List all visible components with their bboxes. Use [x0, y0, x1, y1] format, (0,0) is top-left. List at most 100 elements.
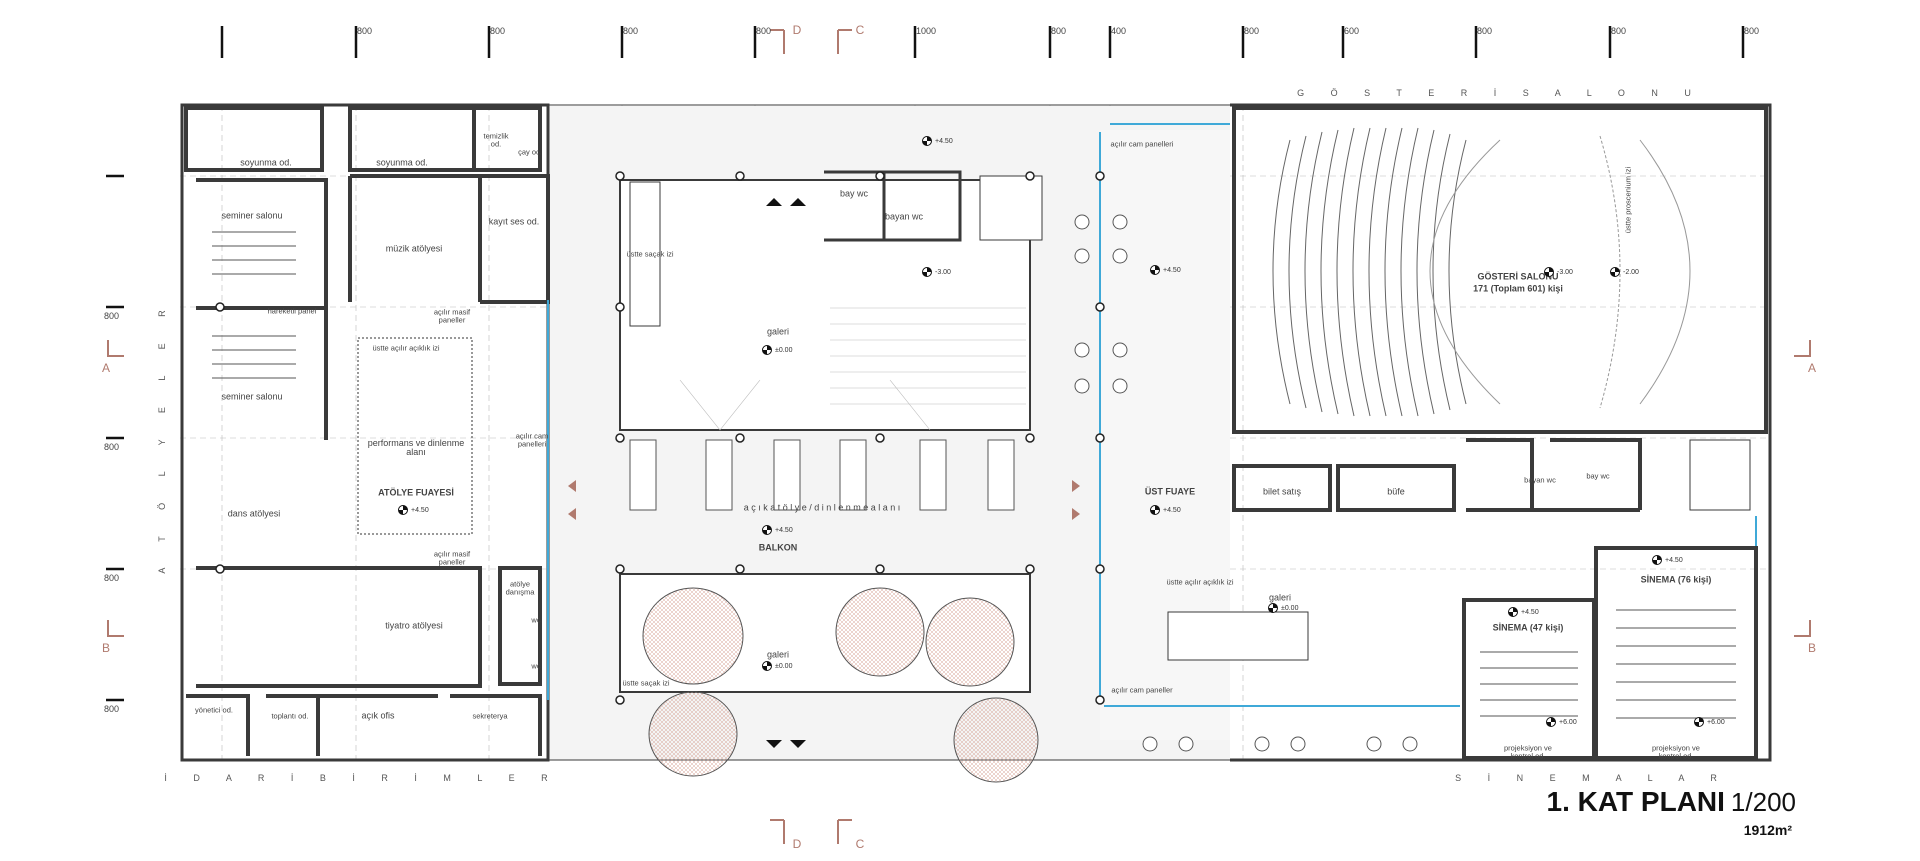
section-b-left: B [101, 641, 111, 655]
room-atolye-danisma: atölye danışma [505, 579, 535, 596]
level-value: -3.00 [935, 268, 951, 276]
dim-left-1: 800 [104, 311, 120, 321]
room-bufe: büfe [1387, 486, 1405, 497]
left-dimension-ticks [106, 174, 124, 702]
level-value: +4.50 [1521, 608, 1539, 616]
plan-title-scale: 1/200 [1730, 787, 1796, 817]
section-a-left: A [101, 361, 111, 375]
level-marker: -3.00 [922, 267, 951, 277]
level-marker: +4.50 [1150, 265, 1181, 275]
balkon-tables [629, 439, 1015, 511]
dim-top-11: 800 [1611, 26, 1627, 36]
seminer-seats [212, 231, 296, 379]
performans-area [357, 337, 473, 535]
level-marker: -2.00 [1610, 267, 1639, 277]
dim-top-10: 800 [1477, 26, 1493, 36]
room-sinema-47: SİNEMA (47 kişi) [1492, 622, 1564, 633]
room-performans: performans ve dinlenme alanı [367, 438, 465, 457]
label-gosteri-kapasite: 171 (Toplam 601) kişi [1473, 283, 1563, 294]
level-icon [922, 136, 932, 146]
level-marker: +4.50 [398, 505, 429, 515]
plan-title-main: 1. KAT PLANI [1546, 786, 1725, 817]
columns [215, 171, 1105, 705]
level-marker: +4.50 [1652, 555, 1683, 565]
level-icon [1150, 505, 1160, 515]
atolye-walls [184, 106, 550, 756]
room-wc-2: wc [531, 661, 541, 671]
label-ustte-proscenium: üstte proscenium izi [1623, 166, 1633, 234]
label-acilir-cam-2: açılır cam panelleri [1110, 139, 1174, 149]
room-tiyatro: tiyatro atölyesi [385, 620, 443, 631]
level-marker: +4.50 [1508, 607, 1539, 617]
cinema-walls [1462, 546, 1758, 760]
room-atolye-fuayesi: ATÖLYE FUAYESİ [378, 487, 454, 498]
level-value: +4.50 [1163, 266, 1181, 274]
level-marker: ±0.00 [762, 345, 792, 355]
label-acik-atolye: a ç ı k a t ö l y e / d i n l e n m e a … [743, 502, 901, 513]
section-c-top: C [855, 23, 865, 37]
wc-core [824, 170, 962, 242]
level-value: +4.50 [411, 506, 429, 514]
foyer-tables [1074, 214, 1418, 752]
dim-top-4: 800 [756, 26, 772, 36]
label-acilir-cam-1: açılır cam panelleri [515, 431, 549, 448]
label-ustte-acilir: üstte açılır açıklık izi [372, 343, 440, 353]
level-value: +4.50 [935, 137, 953, 145]
room-seminer-2: seminer salonu [221, 391, 283, 402]
level-icon [1268, 603, 1278, 613]
dim-top-7: 400 [1111, 26, 1127, 36]
dim-top-5: 1000 [916, 26, 937, 36]
room-kayit: kayıt ses od. [488, 216, 540, 227]
room-temizlik: temizlik od. [483, 131, 509, 148]
label-galeri-3: galeri [1268, 592, 1292, 603]
room-gosteri-salonu: GÖSTERİ SALONU [1477, 271, 1559, 282]
label-ustte-sacak-2: üstte saçak izi [622, 678, 670, 688]
zone-idari-birimler: İ D A R İ B İ R İ M L E R [164, 773, 560, 783]
level-icon [762, 661, 772, 671]
section-c-bottom: C [855, 837, 865, 851]
room-soyunma-2: soyunma od. [376, 157, 428, 168]
auditorium-walls [1232, 106, 1768, 434]
level-marker: ±0.00 [1268, 603, 1298, 613]
label-acilir-cam-3: açılır cam paneller [1111, 685, 1173, 695]
room-wc-1: wc [531, 615, 541, 625]
level-icon [1150, 265, 1160, 275]
label-acilir-masif-1: açılır masif paneller [433, 307, 471, 324]
label-ustte-acilir-2: üstte açılır açıklık izi [1166, 577, 1234, 587]
section-d-bottom: D [792, 837, 802, 851]
level-icon [762, 345, 772, 355]
plan-area: 1912m² [1743, 822, 1792, 838]
label-acilir-masif-2: açılır masif paneller [433, 549, 471, 566]
label-hareketli-panel: hareketli panel [267, 306, 317, 316]
section-a-right: A [1807, 361, 1817, 375]
level-value: +4.50 [775, 526, 793, 534]
room-sekreterya: sekreterya [472, 711, 508, 721]
cinema-seats [1480, 609, 1736, 719]
room-bay-wc: bay wc [839, 188, 869, 199]
level-marker: +4.50 [1150, 505, 1181, 515]
room-muzik: müzik atölyesi [385, 243, 443, 254]
room-projeksiyon-1: projeksiyon ve kontrol od. [1504, 743, 1552, 760]
level-value: ±0.00 [775, 346, 793, 354]
room-seminer-1: seminer salonu [221, 210, 283, 221]
room-soyunma-1: soyunma od. [240, 157, 292, 168]
level-icon [1544, 267, 1554, 277]
level-marker: +6.00 [1694, 717, 1725, 727]
level-marker: -3.00 [1544, 267, 1573, 277]
level-icon [1652, 555, 1662, 565]
dim-top-3: 800 [623, 26, 639, 36]
foyer-counters [1232, 438, 1642, 512]
level-marker: ±0.00 [762, 661, 792, 671]
dim-top-2: 800 [490, 26, 506, 36]
dim-top-6: 800 [1051, 26, 1067, 36]
level-value: -2.00 [1623, 268, 1639, 276]
dim-left-3: 800 [104, 573, 120, 583]
level-icon [398, 505, 408, 515]
room-acik-ofis: açık ofis [361, 710, 395, 721]
level-icon [922, 267, 932, 277]
label-galeri-2: galeri [766, 649, 790, 660]
room-bayan-wc-2: bayan wc [1524, 475, 1556, 485]
label-galeri-1: galeri [766, 326, 790, 337]
